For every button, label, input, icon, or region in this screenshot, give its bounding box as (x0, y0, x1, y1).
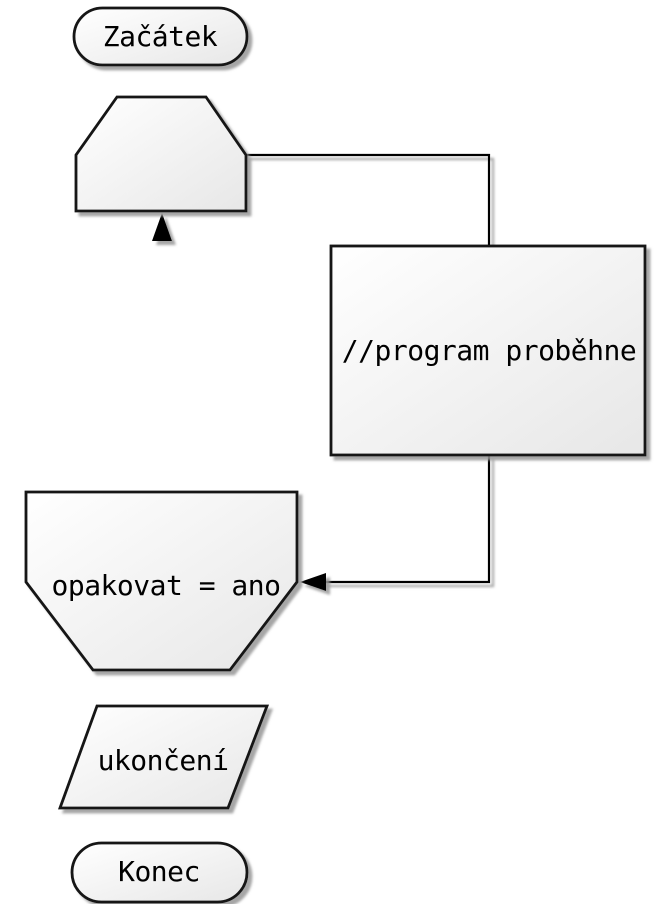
end-terminator-shape (70, 841, 249, 904)
process-shape (329, 244, 647, 457)
loop-begin-shape (74, 95, 248, 213)
start-terminator-label: Začátek (103, 20, 218, 53)
loop-end-shape (24, 490, 299, 672)
process-label: //program proběhne (342, 334, 636, 367)
arrowhead-up-icon (152, 213, 172, 241)
output-parallelogram-shape (58, 704, 270, 810)
start-terminator-shape (72, 6, 249, 67)
loop-end-label: opakovat = ano (51, 569, 280, 602)
edge-loopstart-to-process (246, 153, 491, 246)
end-terminator-label: Konec (118, 855, 200, 888)
arrowhead-left-icon (300, 573, 326, 591)
output-parallelogram-label: ukončení (98, 744, 229, 777)
edge-process-to-loopend (324, 455, 491, 584)
